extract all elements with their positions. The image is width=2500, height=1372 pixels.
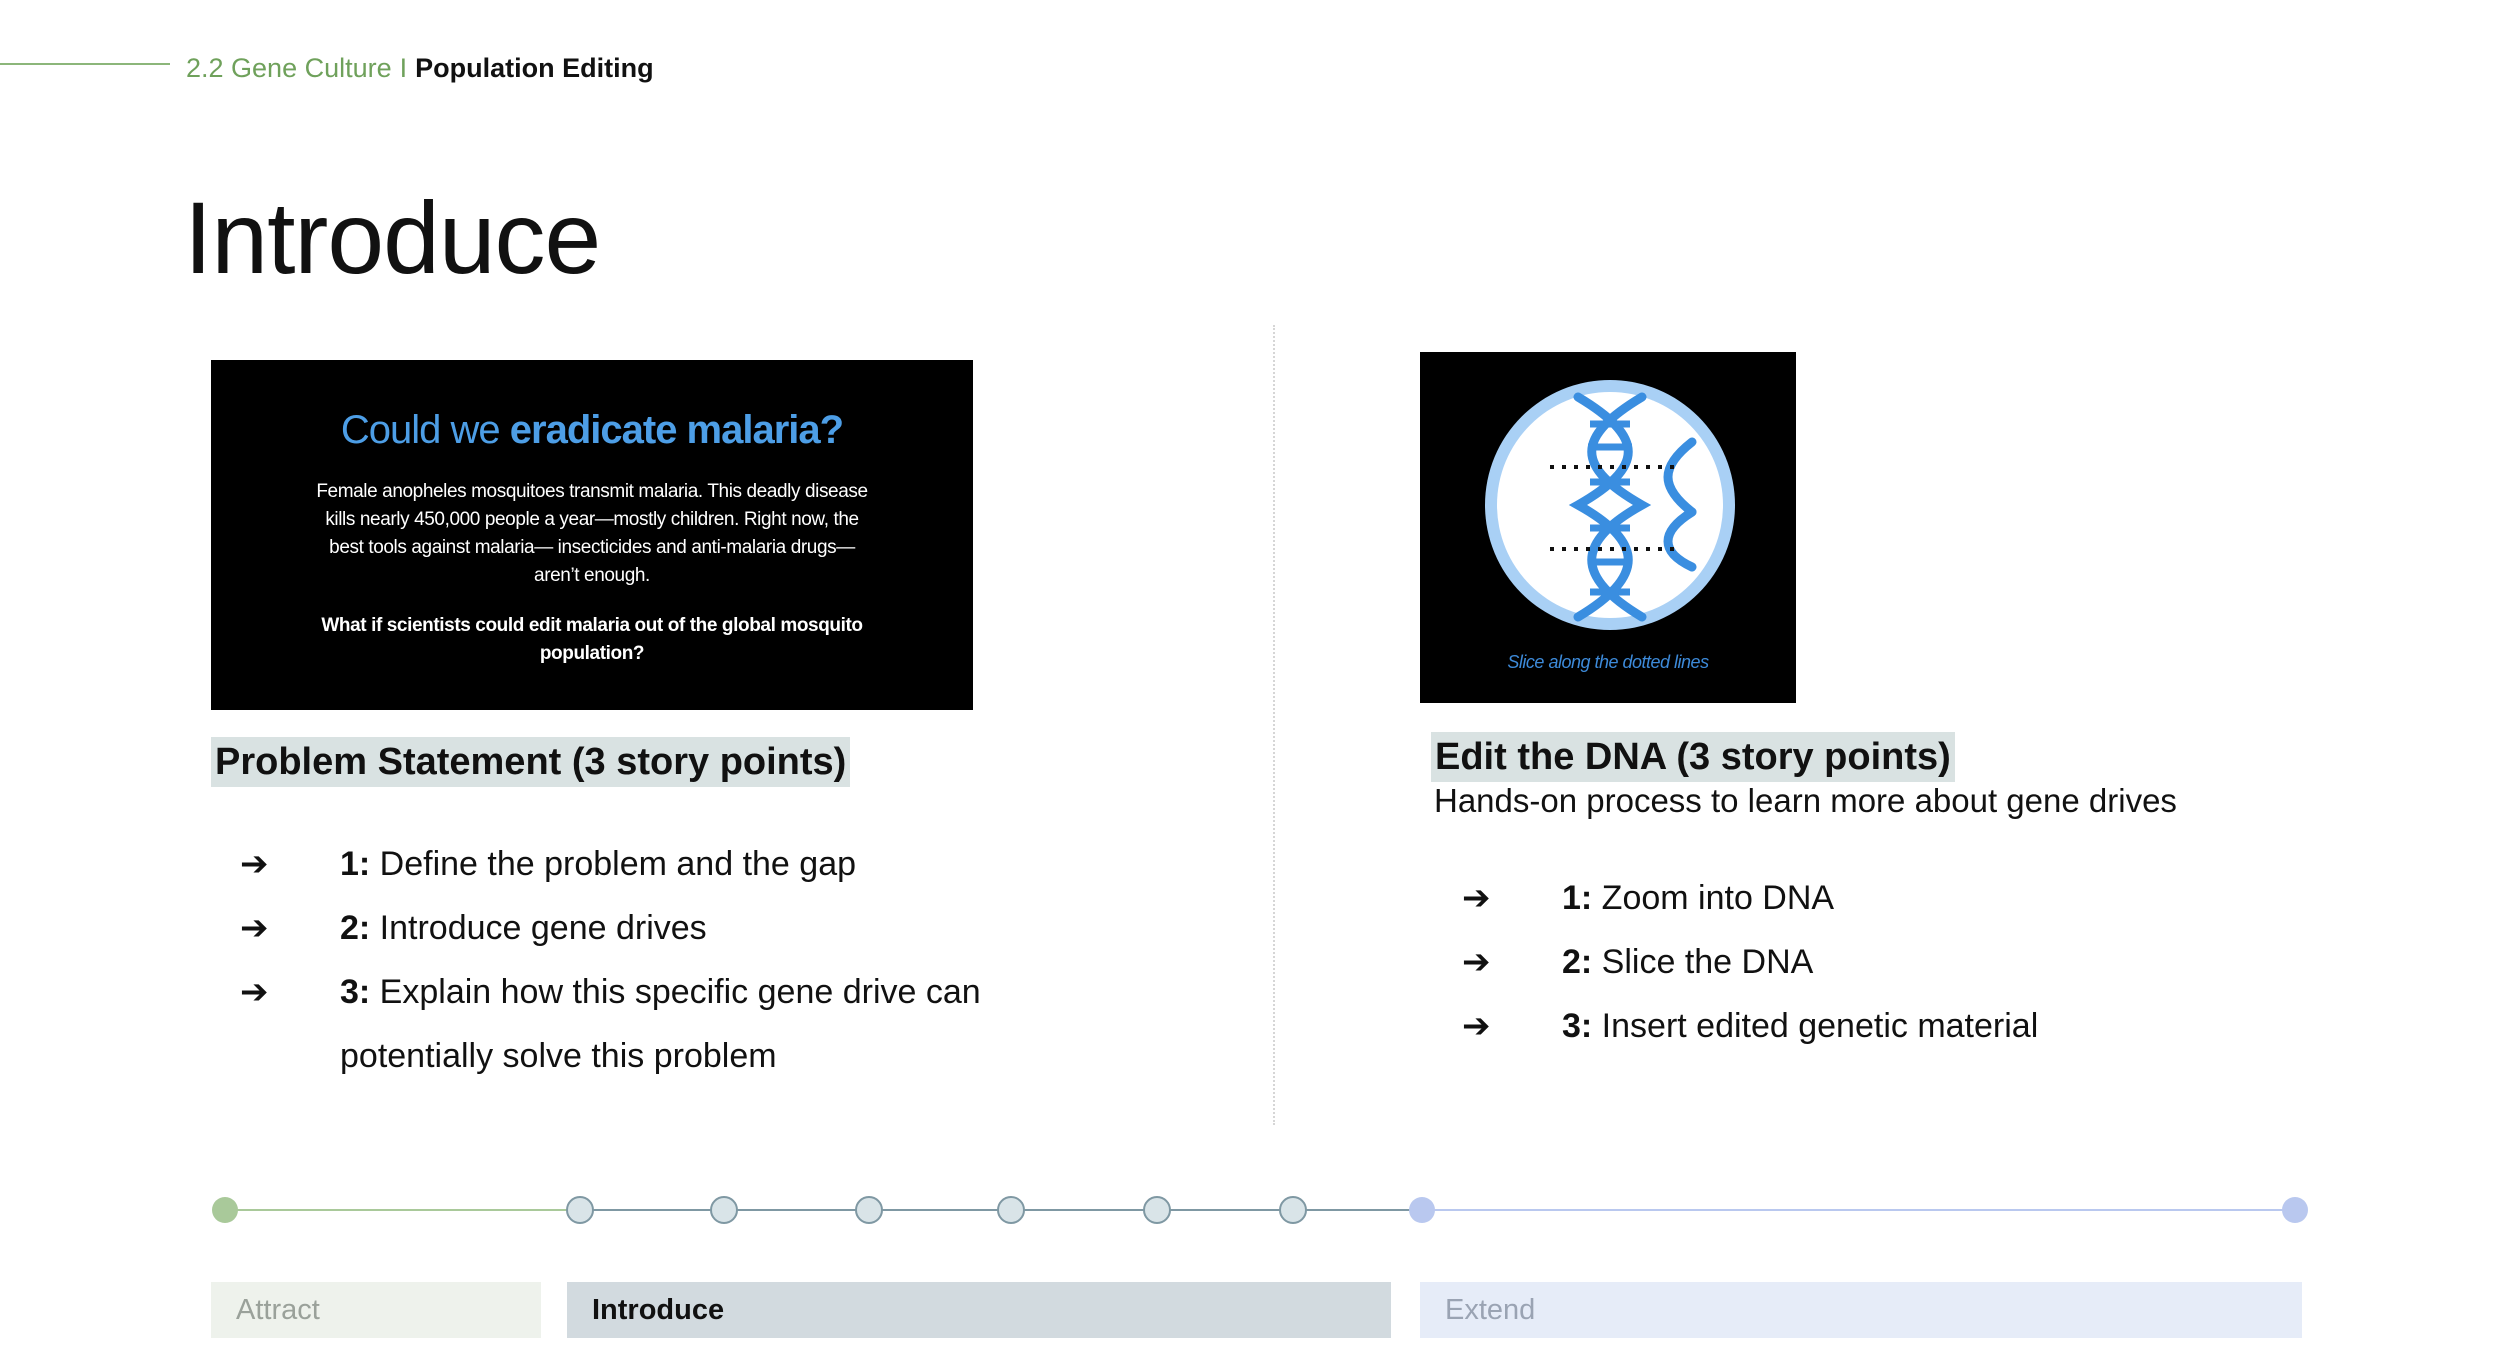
breadcrumb-separator: I (399, 53, 408, 83)
problem-statement-points: ➔ 1: Define the problem and the gap ➔ 2: I… (240, 832, 1020, 1088)
arrow-icon: ➔ (1462, 1007, 1491, 1045)
point-text: Define the problem and the gap (370, 845, 857, 883)
list-item: ➔ 3: Explain how this specific gene drive… (240, 960, 1020, 1088)
timeline-node[interactable] (1279, 1196, 1307, 1224)
timeline-node[interactable] (997, 1196, 1025, 1224)
page-title: Introduce (184, 181, 601, 295)
timeline-node[interactable] (710, 1196, 738, 1224)
point-number: 3: (1562, 1007, 1593, 1045)
timeline-node[interactable] (855, 1196, 883, 1224)
edit-dna-heading: Edit the DNA (3 story points) (1431, 732, 1955, 782)
arrow-icon: ➔ (240, 909, 269, 947)
list-item: ➔ 3: Insert edited genetic material (1462, 994, 2162, 1058)
dna-image-caption: Slice along the dotted lines (1507, 652, 1709, 672)
point-text: Zoom into DNA (1592, 879, 1835, 917)
point-number: 3: (340, 973, 371, 1011)
malaria-image-title: Could we eradicate malaria? (211, 408, 973, 453)
malaria-image-body: Female anopheles mosquitoes transmit mal… (316, 481, 868, 586)
timeline-node[interactable] (212, 1197, 238, 1223)
phase-tab-extend[interactable]: Extend (1420, 1282, 2302, 1338)
breadcrumb-section[interactable]: 2.2 Gene Culture (186, 53, 392, 83)
timeline-node[interactable] (2282, 1197, 2308, 1223)
phase-tab-introduce[interactable]: Introduce (567, 1282, 1391, 1338)
malaria-title-bold: eradicate malaria? (509, 408, 844, 452)
list-item: ➔ 1: Zoom into DNA (1462, 866, 2162, 930)
edit-dna-points: ➔ 1: Zoom into DNA ➔ 2: Slice the DNA ➔ 3: … (1462, 866, 2162, 1058)
arrow-icon: ➔ (1462, 943, 1491, 981)
timeline-node[interactable] (566, 1196, 594, 1224)
header-rule (0, 63, 170, 65)
point-number: 2: (1562, 943, 1593, 981)
point-text: Explain how this specific gene drive can… (340, 973, 981, 1075)
arrow-icon: ➔ (240, 973, 269, 1011)
column-divider (1273, 325, 1275, 1125)
malaria-title-regular: Could we (340, 408, 510, 452)
point-text: Introduce gene drives (370, 909, 707, 947)
dna-slice-image: Slice along the dotted lines (1420, 352, 1796, 703)
list-item: ➔ 2: Introduce gene drives (240, 896, 1020, 960)
point-number: 2: (340, 909, 371, 947)
point-text: Slice the DNA (1592, 943, 1814, 981)
point-number: 1: (340, 845, 371, 883)
arrow-icon: ➔ (240, 845, 269, 883)
phase-tab-attract[interactable]: Attract (211, 1282, 541, 1338)
arrow-icon: ➔ (1462, 879, 1491, 917)
point-number: 1: (1562, 879, 1593, 917)
malaria-image: Could we eradicate malaria? Female anoph… (211, 360, 973, 710)
breadcrumb-current-page: Population Editing (415, 53, 654, 83)
timeline-node[interactable] (1143, 1196, 1171, 1224)
list-item: ➔ 2: Slice the DNA (1462, 930, 2162, 994)
timeline-node[interactable] (1409, 1197, 1435, 1223)
dna-illustration (1485, 380, 1735, 630)
point-text: Insert edited genetic material (1592, 1007, 2039, 1045)
list-item: ➔ 1: Define the problem and the gap (240, 832, 1020, 896)
edit-dna-subheading: Hands-on process to learn more about gen… (1434, 782, 2177, 819)
malaria-image-question: What if scientists could edit malaria ou… (321, 615, 863, 664)
problem-statement-heading: Problem Statement (3 story points) (211, 737, 851, 787)
